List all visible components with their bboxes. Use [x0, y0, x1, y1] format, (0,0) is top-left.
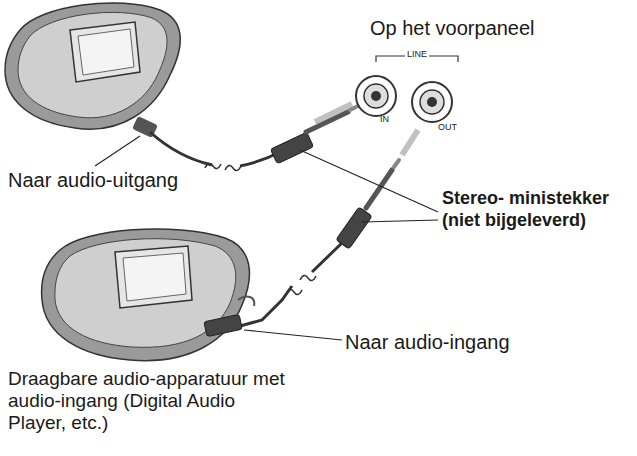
jack-label: OUT	[438, 122, 457, 133]
stereo-cable-bottom	[240, 240, 345, 326]
jack-group-label: LINE	[405, 49, 429, 60]
audio-player-bottom	[42, 229, 255, 361]
insert-arrow	[402, 130, 418, 155]
device-label: Draagbare audio-apparatuur met audio-ing…	[8, 368, 293, 434]
connector-label: Naar audio-uitgang	[8, 168, 178, 192]
stereo-cable-top	[150, 132, 280, 171]
connector-label: Naar audio-ingang	[345, 330, 510, 354]
plug-label: Stereo- ministekker (niet bijgeleverd)	[442, 188, 610, 231]
audio-player-top	[5, 3, 180, 138]
line-jacks	[356, 56, 458, 122]
panel-heading: Op het voorpaneel	[370, 16, 535, 40]
leader-lines	[95, 136, 438, 340]
stereo-mini-plug-bottom	[336, 160, 399, 249]
insert-arrow	[315, 104, 352, 122]
stereo-mini-plug-top	[270, 106, 358, 164]
jack-label: IN	[380, 114, 389, 125]
